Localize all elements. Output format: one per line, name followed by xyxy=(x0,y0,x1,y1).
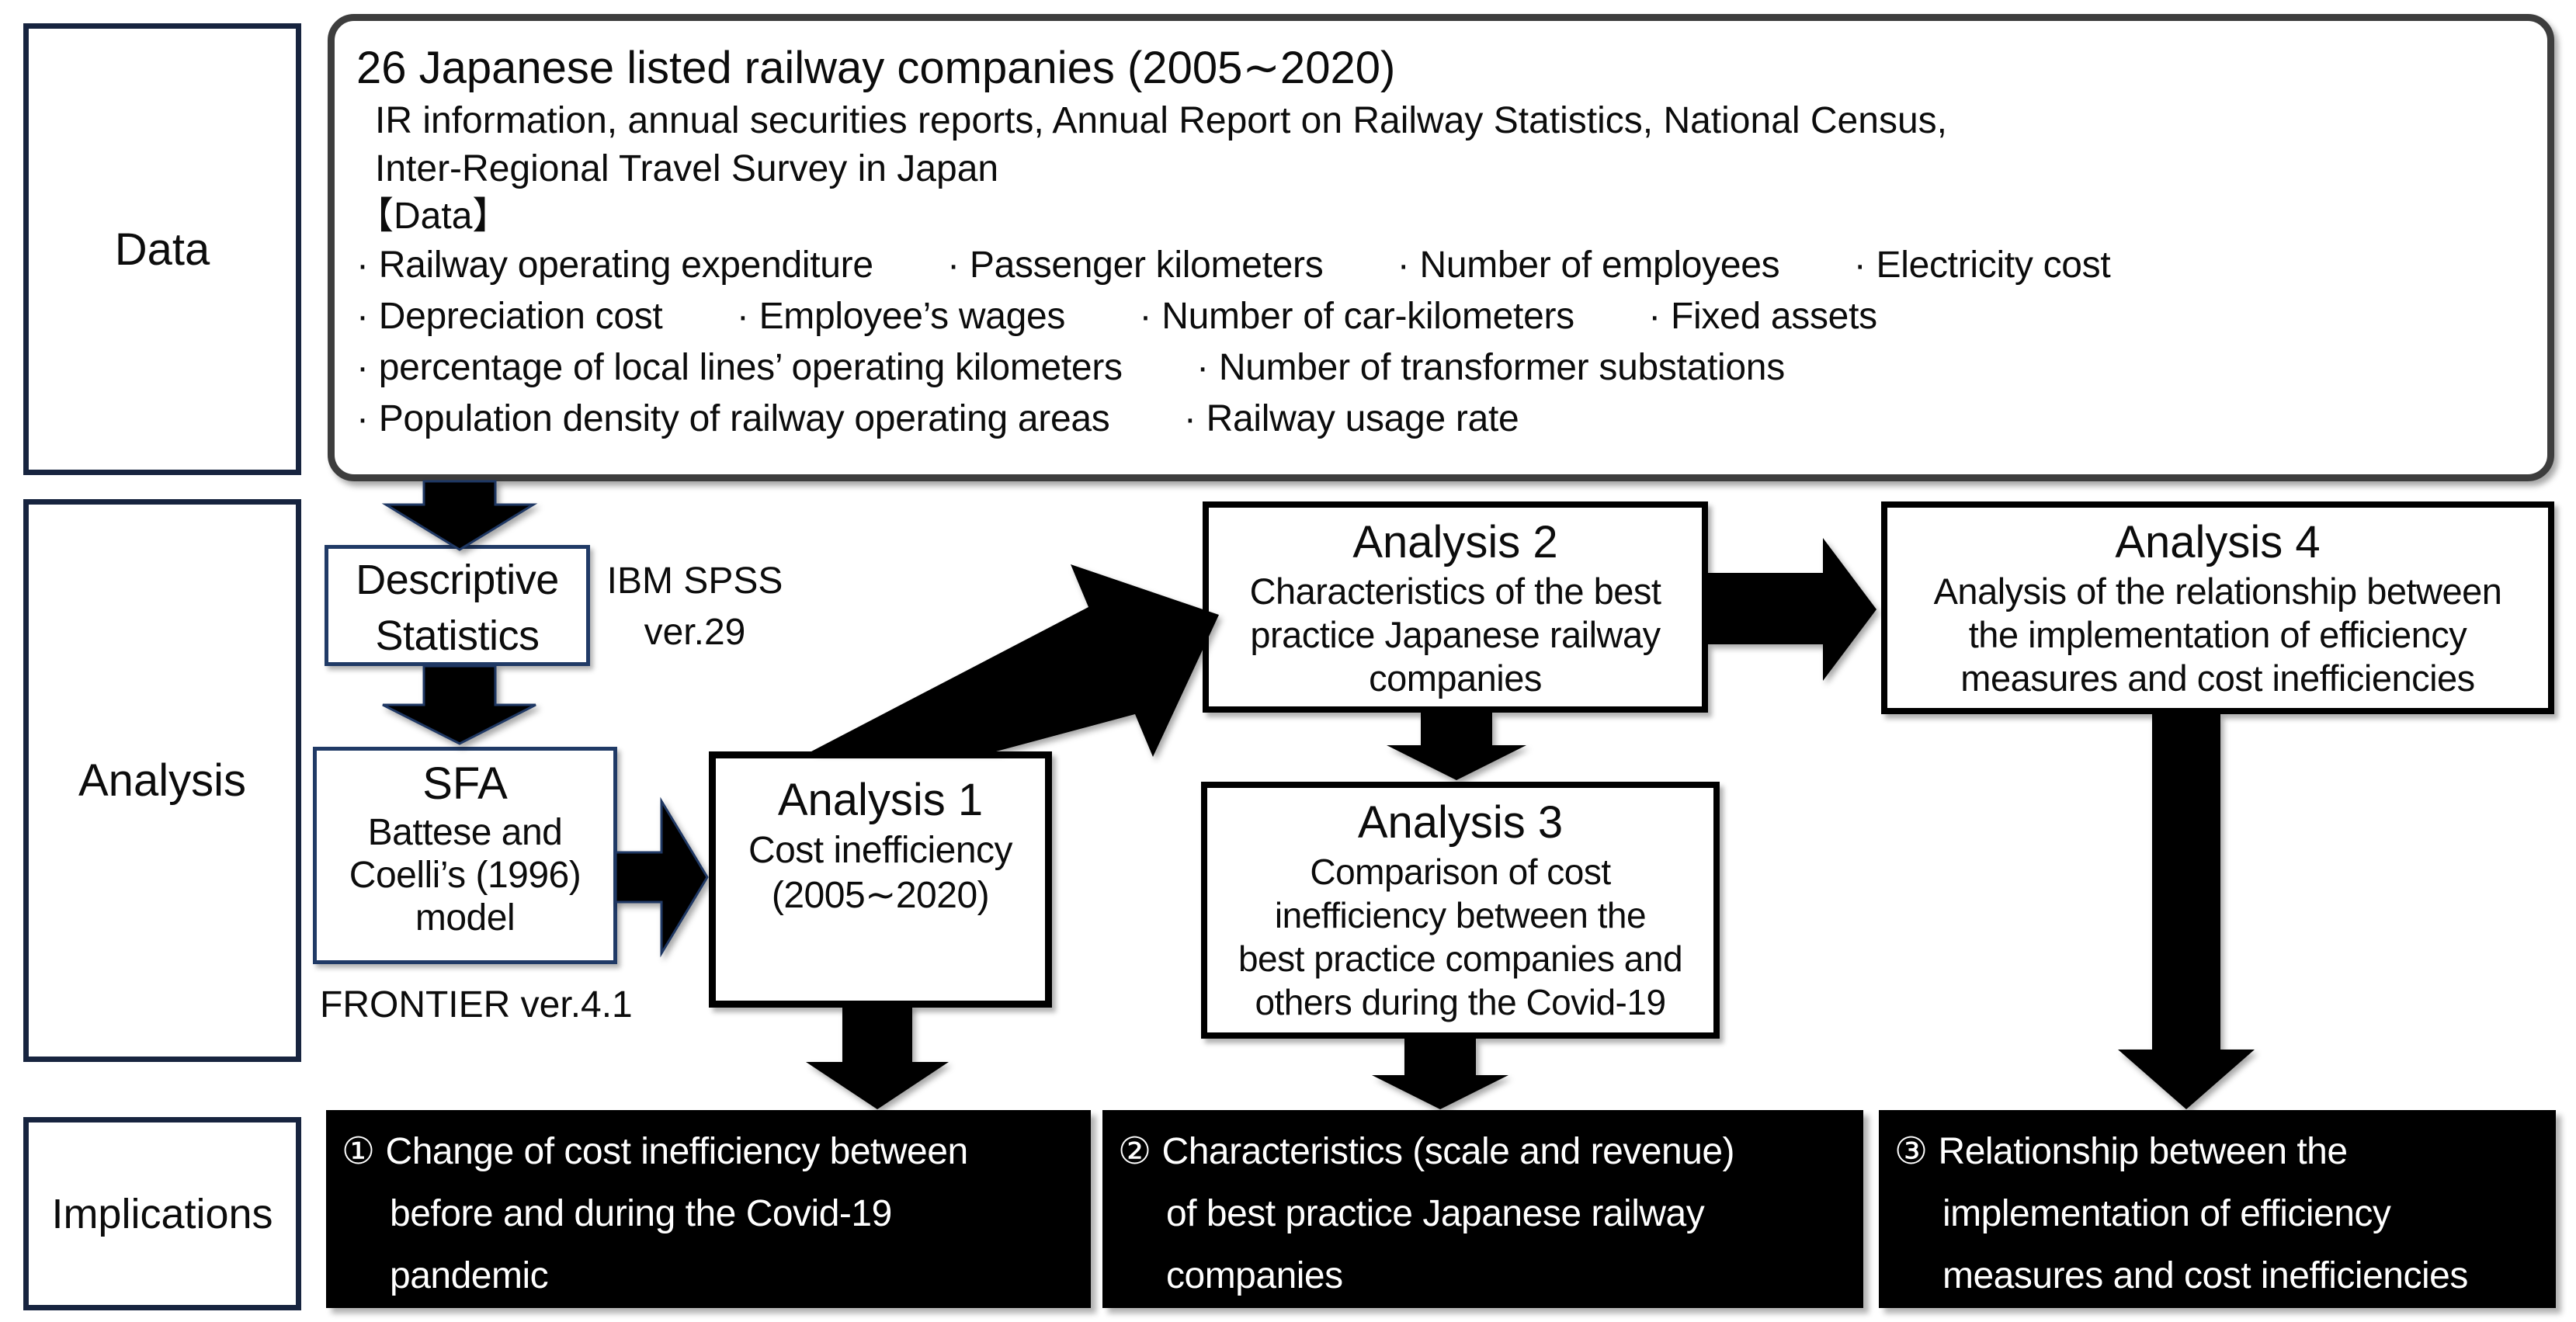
analysis3-title: Analysis 3 xyxy=(1357,797,1564,848)
analysis1-title: Analysis 1 xyxy=(777,775,984,825)
analysis2-title: Analysis 2 xyxy=(1352,517,1558,567)
analysis3-body-line: others during the Covid-19 xyxy=(1255,982,1666,1022)
arrow-descriptive-to-sfa xyxy=(382,664,536,745)
arrow-analysis1-to-analysis2 xyxy=(811,564,1219,757)
sfa-body-line: Coelli’s (1996) xyxy=(349,855,582,896)
frontier-version-note: FRONTIER ver.4.1 xyxy=(320,984,633,1025)
data-box-bullet-line: · Population density of railway operatin… xyxy=(356,398,1519,439)
data-box-source-line: IR information, annual securities report… xyxy=(375,100,1947,141)
row-label-analysis: Analysis xyxy=(23,499,301,1062)
analysis4-body-line: the implementation of efficiency xyxy=(1968,614,2467,655)
data-box-section-label: 【Data】 xyxy=(356,196,510,237)
analysis2-body-line: practice Japanese railway xyxy=(1250,614,1661,655)
spss-note-line: ver.29 xyxy=(644,612,746,653)
sfa-title: SFA xyxy=(422,758,508,809)
descriptive-statistics-line: Descriptive xyxy=(356,557,559,603)
arrow-sfa-to-analysis1 xyxy=(614,796,709,958)
analysis4-title: Analysis 4 xyxy=(2115,517,2321,567)
row-label-analysis-text: Analysis xyxy=(78,755,246,806)
implication3-line: measures and cost inefficiencies xyxy=(1942,1255,2468,1296)
arrow-analysis3-to-implication2 xyxy=(1372,1039,1508,1109)
arrow-analysis4-to-implication3 xyxy=(2118,714,2255,1109)
data-box-title: 26 Japanese listed railway companies (20… xyxy=(356,43,1396,93)
analysis3-box: Analysis 3 Comparison of cost inefficien… xyxy=(1201,782,1720,1039)
data-box-source-line: Inter-Regional Travel Survey in Japan xyxy=(375,148,999,189)
implication2-marker: ② xyxy=(1118,1131,1151,1172)
analysis3-body-line: inefficiency between the xyxy=(1274,895,1647,935)
analysis3-body-line: best practice companies and xyxy=(1238,939,1683,979)
spss-version-note: IBM SPSS ver.29 xyxy=(598,556,792,658)
analysis1-box: Analysis 1 Cost inefficiency (2005∼2020) xyxy=(709,751,1052,1008)
data-box-bullet-line: · percentage of local lines’ operating k… xyxy=(356,347,1785,388)
descriptive-statistics-box: Descriptive Statistics xyxy=(325,545,590,666)
arrow-analysis2-to-analysis3 xyxy=(1387,713,1526,780)
implication2-line: of best practice Japanese railway xyxy=(1166,1193,1705,1234)
arrow-analysis1-to-implication1 xyxy=(806,1005,949,1109)
implication1-line: before and during the Covid-19 xyxy=(390,1193,892,1234)
implication2-line: companies xyxy=(1166,1255,1343,1296)
sfa-model-box: SFA Battese and Coelli’s (1996) model xyxy=(313,747,617,964)
analysis4-body-line: Analysis of the relationship between xyxy=(1933,571,2502,612)
implication3-text: Relationship between the xyxy=(1938,1131,2349,1172)
analysis4-body-line: measures and cost inefficiencies xyxy=(1960,658,2475,699)
spss-note-line: IBM SPSS xyxy=(606,560,783,602)
row-label-data: Data xyxy=(23,23,301,475)
analysis1-body-line: (2005∼2020) xyxy=(771,875,990,916)
data-sources-box: 26 Japanese listed railway companies (20… xyxy=(328,14,2554,481)
implication3-line: implementation of efficiency xyxy=(1942,1193,2391,1234)
implication1-text: Change of cost inefficiency between xyxy=(385,1131,969,1172)
sfa-body-line: model xyxy=(415,897,516,939)
row-label-data-text: Data xyxy=(114,224,210,275)
sfa-body-line: Battese and xyxy=(367,812,563,853)
analysis2-body-line: companies xyxy=(1369,658,1542,699)
implication1-line: pandemic xyxy=(390,1255,549,1296)
analysis4-box: Analysis 4 Analysis of the relationship … xyxy=(1881,501,2554,714)
row-label-implications-text: Implications xyxy=(51,1190,273,1237)
arrow-analysis2-to-analysis4 xyxy=(1708,538,1876,681)
implication1-marker: ① xyxy=(342,1131,375,1172)
analysis2-body-line: Characteristics of the best xyxy=(1249,571,1661,612)
implication2-text: Characteristics (scale and revenue) xyxy=(1161,1131,1735,1172)
data-box-bullet-line: · Depreciation cost · Employee’s wages ·… xyxy=(356,296,1877,337)
data-box-bullet-line: · Railway operating expenditure · Passen… xyxy=(356,245,2111,286)
row-label-implications: Implications xyxy=(23,1117,301,1310)
arrow-data-to-descriptive xyxy=(381,480,538,551)
analysis2-box: Analysis 2 Characteristics of the best p… xyxy=(1203,501,1708,713)
analysis1-body-line: Cost inefficiency xyxy=(748,830,1013,871)
implication3-marker: ③ xyxy=(1894,1131,1928,1172)
descriptive-statistics-line: Statistics xyxy=(375,612,540,659)
analysis3-body-line: Comparison of cost xyxy=(1310,852,1611,892)
